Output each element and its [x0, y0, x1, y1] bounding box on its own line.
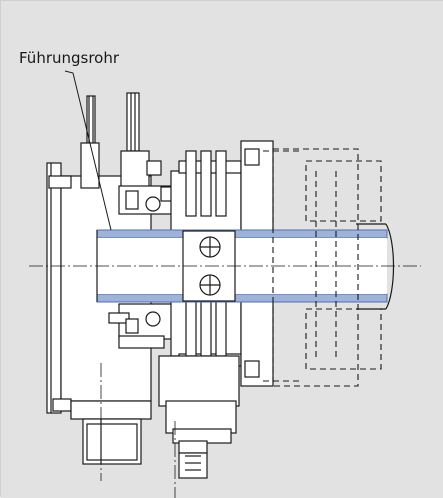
top-connector-left [80, 95, 100, 189]
motor-block [70, 400, 152, 465]
callout-leader [64, 70, 112, 231]
callout-label-guide-tube: Führungsrohr [19, 49, 120, 67]
bearing-housing-upper [118, 185, 176, 215]
lower-block [158, 355, 240, 479]
centerlines [29, 265, 421, 498]
bearing-housing-lower [108, 303, 175, 349]
guide-tube [96, 223, 395, 310]
top-connector-right [120, 92, 162, 194]
